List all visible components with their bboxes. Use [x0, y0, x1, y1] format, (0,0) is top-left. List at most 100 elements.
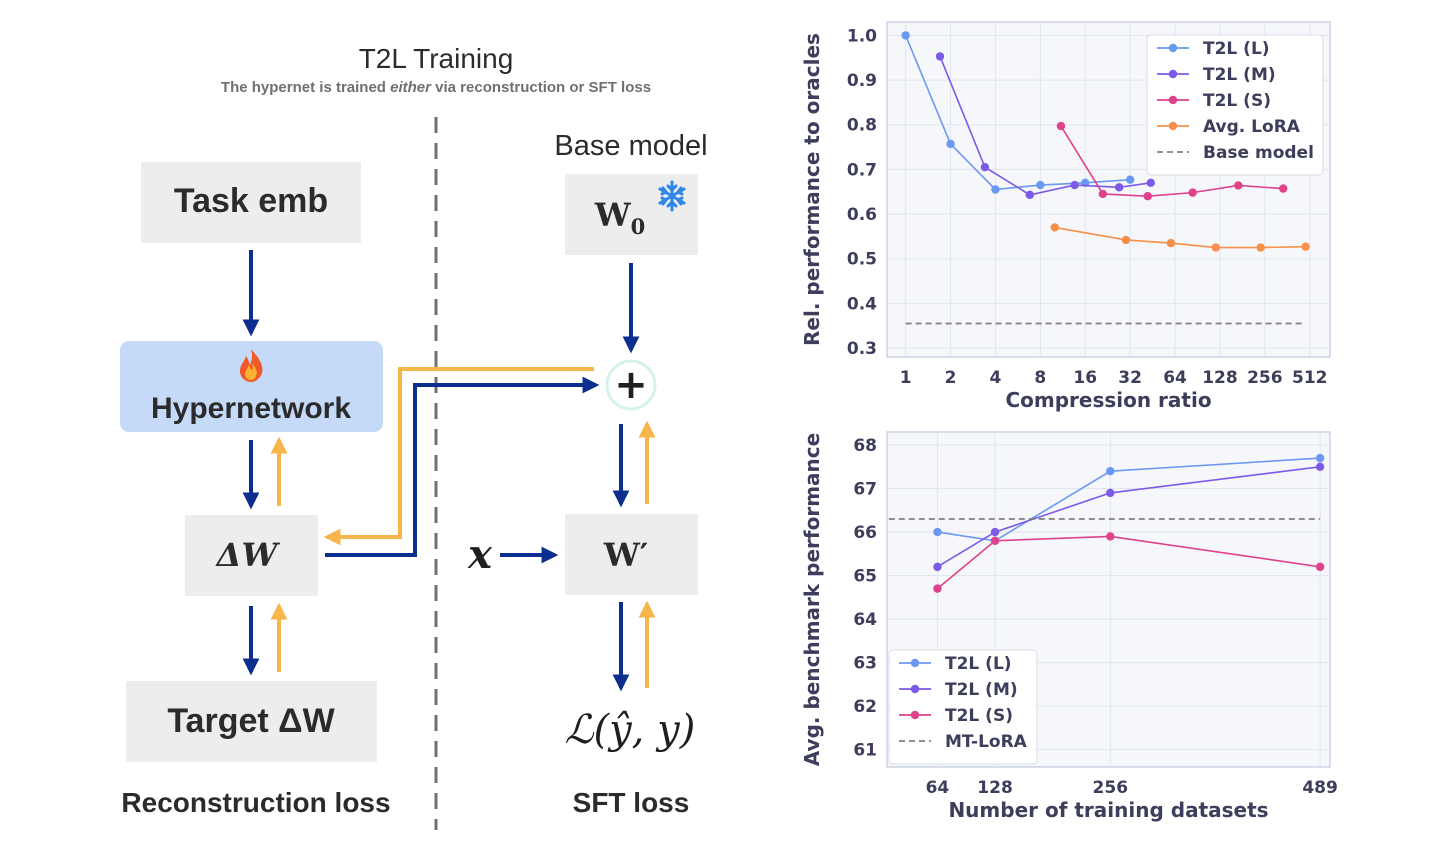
w0-main: W — [594, 196, 632, 234]
w-prime-label: W′ — [603, 536, 648, 574]
loss-formula: ℒ(ŷ, y) — [565, 707, 696, 753]
hypernetwork-box — [120, 341, 383, 432]
series-point-2 — [1106, 532, 1115, 541]
x-tick-label: 8 — [1034, 368, 1046, 388]
x-tick-label: 1 — [900, 368, 912, 388]
x-tick-label: 128 — [977, 778, 1013, 798]
legend-marker — [1168, 95, 1178, 105]
legend-label: T2L (L) — [945, 654, 1012, 674]
y-tick-label: 0.9 — [847, 71, 877, 91]
subtitle-emphasis: either — [390, 79, 432, 96]
y-axis-label: Rel. performance to oracles — [800, 33, 824, 346]
x-tick-label: 16 — [1073, 368, 1097, 388]
series-point-1 — [935, 52, 945, 61]
plus-circle — [605, 359, 657, 411]
y-tick-label: 1.0 — [847, 26, 877, 46]
x-tick-label: 256 — [1247, 368, 1283, 388]
x-tick-label: 64 — [1163, 368, 1187, 388]
y-tick-label: 65 — [853, 567, 877, 587]
legend-label: MT-LoRA — [945, 732, 1028, 752]
x-axis-label: Compression ratio — [1005, 388, 1211, 412]
snowflake-icon — [658, 180, 686, 212]
series-point-0 — [1125, 175, 1135, 184]
x-input-label: x — [467, 531, 493, 578]
legend-marker — [1168, 69, 1178, 79]
target-delta-w-label: Target ΔW — [167, 702, 335, 740]
series-point-1 — [1070, 180, 1079, 190]
x-tick-label: 64 — [926, 778, 950, 798]
legend-label: T2L (M) — [945, 680, 1018, 700]
series-point-3 — [1211, 243, 1220, 252]
y-axis-label: Avg. benchmark performance — [800, 433, 824, 766]
reconstruction-loss-label: Reconstruction loss — [121, 787, 390, 818]
task-emb-label: Task emb — [174, 182, 328, 220]
series-line-0 — [937, 457, 1321, 542]
series-point-0 — [901, 31, 910, 40]
series-point-1 — [1315, 462, 1325, 472]
series-point-3 — [1256, 243, 1265, 252]
series-point-0 — [1315, 453, 1325, 463]
x-axis-label: Number of training datasets — [948, 798, 1268, 822]
series-point-2 — [1315, 562, 1325, 572]
series-point-3 — [1121, 235, 1131, 245]
series-point-2 — [1279, 184, 1288, 193]
base-model-label: Base model — [554, 130, 707, 162]
series-line-3 — [1054, 226, 1306, 249]
series-point-1 — [933, 562, 942, 572]
hypernetwork-label: Hypernetwork — [151, 392, 351, 425]
diagram-subtitle: The hypernet is trained either via recon… — [221, 79, 651, 96]
series-point-1 — [1114, 183, 1124, 192]
series-line-2 — [936, 535, 1321, 590]
series-point-2 — [1234, 181, 1243, 190]
legend-label: T2L (S) — [1203, 91, 1271, 111]
legend-marker — [910, 684, 920, 694]
series-point-2 — [1143, 192, 1152, 201]
series-point-1 — [980, 162, 990, 172]
x-tick-label: 4 — [990, 368, 1002, 388]
x-tick-label: 32 — [1118, 368, 1142, 388]
training-diagram: T2L Training The hypernet is trained eit… — [120, 43, 708, 830]
legend-marker — [910, 658, 920, 668]
x-tick-label: 512 — [1292, 368, 1328, 388]
series-line-1 — [937, 466, 1321, 568]
series-point-2 — [1188, 188, 1197, 197]
arrow-deltaw-to-plus — [325, 376, 600, 557]
y-tick-label: 64 — [853, 610, 877, 630]
y-tick-label: 0.7 — [847, 160, 877, 180]
legend-box — [888, 649, 1038, 765]
sft-loss-label: SFT loss — [573, 787, 690, 818]
w0-label: W0 — [594, 196, 646, 239]
series-point-2 — [933, 584, 942, 593]
legend-marker — [1168, 121, 1178, 131]
subtitle-post: via reconstruction or SFT loss — [431, 79, 651, 96]
series-point-3 — [1166, 238, 1176, 248]
series-point-1 — [1106, 488, 1115, 498]
legend-label: T2L (L) — [1203, 39, 1270, 59]
subtitle-pre: The hypernet is trained — [221, 79, 390, 96]
legend-marker — [910, 710, 920, 720]
y-tick-label: 0.3 — [847, 339, 877, 359]
series-point-0 — [1106, 466, 1115, 476]
series-point-3 — [1050, 223, 1059, 232]
series-point-1 — [990, 527, 1000, 537]
w0-subscript: 0 — [631, 214, 646, 239]
series-point-3 — [1301, 242, 1310, 251]
series-point-0 — [933, 527, 942, 537]
backward-arrows — [270, 367, 656, 688]
legend-label: T2L (S) — [945, 706, 1013, 726]
series-point-2 — [990, 536, 1000, 545]
plus-sign: + — [614, 362, 648, 408]
series-point-2 — [1056, 121, 1066, 131]
task-emb-box — [141, 162, 361, 243]
forward-arrows — [242, 250, 640, 692]
diagram-title: T2L Training — [359, 43, 514, 74]
x-tick-label: 128 — [1202, 368, 1238, 388]
x-tick-label: 256 — [1093, 778, 1129, 798]
y-tick-label: 0.8 — [847, 116, 877, 136]
fire-icon — [240, 349, 263, 382]
delta-w-box — [185, 515, 318, 596]
grad-arrow-plus-to-deltaw — [323, 367, 594, 546]
y-tick-label: 0.4 — [847, 294, 877, 314]
